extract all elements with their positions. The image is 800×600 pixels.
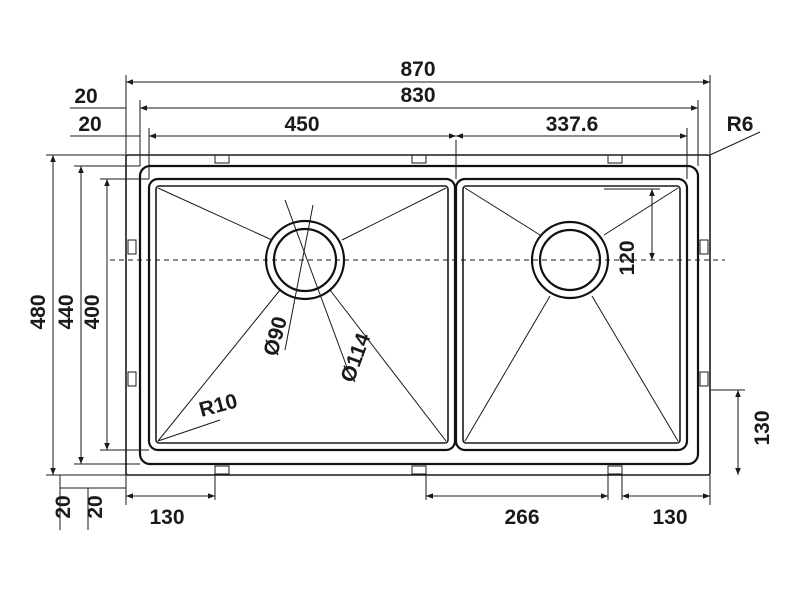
left-drain-outer — [264, 219, 346, 301]
clip-bottom-1 — [214, 465, 230, 475]
label-130-vertical: 130 — [751, 410, 774, 445]
clip-bottom-2 — [411, 465, 427, 475]
right-slope-tl — [464, 187, 541, 236]
left-bowl-inner — [155, 185, 449, 444]
clip-right-1 — [699, 239, 709, 255]
left-slope-tr — [341, 187, 447, 241]
label-480: 480 — [27, 294, 50, 329]
sink-outline — [110, 140, 725, 476]
left-slope-bl — [157, 289, 281, 442]
clip-top-2 — [411, 154, 427, 164]
left-slope-br — [329, 289, 447, 442]
label-20-bottom-b: 20 — [84, 495, 107, 518]
clip-top-1 — [214, 154, 230, 164]
clip-bottom-3 — [607, 465, 623, 475]
right-bowl-inner — [462, 185, 681, 444]
top-dimensions: 870 830 450 337.6 20 20 R6 — [70, 58, 761, 179]
outer-flange — [125, 154, 711, 476]
label-dia90: Ø90 — [259, 314, 291, 358]
r10-leader — [157, 419, 221, 442]
right-dimensions: 120 130 — [604, 188, 774, 475]
clip-left-1 — [127, 239, 137, 255]
label-266: 266 — [504, 506, 539, 529]
label-337-6: 337.6 — [546, 113, 599, 136]
clip-top-3 — [607, 154, 623, 164]
dia90-leader — [284, 199, 349, 371]
label-830: 830 — [400, 84, 435, 107]
label-20-second: 20 — [78, 113, 101, 136]
label-20-bottom-a: 20 — [52, 495, 75, 518]
right-slope-bl — [464, 295, 551, 442]
right-slope-br — [591, 295, 679, 442]
right-slope-tr — [603, 187, 679, 236]
bottom-dimensions: 130 266 130 — [125, 474, 711, 529]
dia114-leader — [284, 204, 314, 351]
right-bowl-outer — [454, 177, 689, 452]
label-870: 870 — [400, 58, 435, 81]
label-400: 400 — [81, 294, 104, 329]
label-120: 120 — [616, 240, 639, 275]
clip-left-2 — [127, 371, 137, 387]
label-dia114: Ø114 — [336, 330, 375, 385]
mounting-clips — [127, 154, 709, 475]
left-slope-tl — [157, 187, 273, 241]
inner-flange — [138, 164, 700, 466]
label-r6: R6 — [727, 113, 754, 136]
r6-leader — [709, 131, 761, 156]
label-130-left: 130 — [149, 506, 184, 529]
label-440: 440 — [55, 294, 78, 329]
label-20-top: 20 — [74, 85, 97, 108]
clip-right-2 — [699, 371, 709, 387]
left-bowl-outer — [147, 177, 457, 452]
drain-callouts: Ø90 Ø114 R10 — [157, 199, 375, 442]
label-130-right: 130 — [652, 506, 687, 529]
label-450: 450 — [284, 113, 319, 136]
left-dimensions: 480 440 400 20 20 — [27, 154, 149, 530]
label-r10: R10 — [197, 390, 240, 422]
